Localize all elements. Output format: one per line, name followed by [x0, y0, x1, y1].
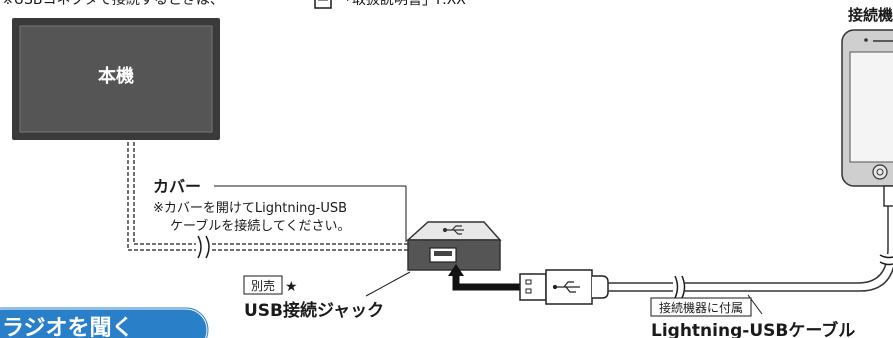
- jack-leader-line: [365, 271, 411, 297]
- usb-plug-symbol-icon: [552, 281, 580, 293]
- jack-badge: 別売: [251, 278, 275, 293]
- lightning-connector: [883, 185, 893, 207]
- usb-jack: [406, 221, 502, 271]
- jack-star: ★: [285, 279, 298, 295]
- device-label: 接続機器: [848, 6, 893, 24]
- wiring-harness: [127, 142, 425, 251]
- cover-title: カバー: [153, 177, 201, 196]
- manual-book-icon: [314, 0, 332, 9]
- cover-note-line2: ケーブルを接続してください。: [170, 218, 350, 234]
- top-note-suffix: 「取扱説明書」P.XX: [338, 0, 466, 8]
- radio-banner-label: ラジオを聞く: [2, 316, 134, 338]
- cable-break-mark: [673, 275, 686, 299]
- insertion-arrow: [452, 272, 520, 291]
- cable-label: Lightning-USBケーブル: [651, 320, 855, 338]
- main-unit-label: 本機: [98, 65, 134, 87]
- insertion-arrowhead: [448, 264, 464, 276]
- jack-label: USB接続ジャック: [244, 300, 384, 321]
- wire-break-mark: [196, 235, 210, 259]
- cover-note-line1: ※カバーを開けてLightning-USB: [153, 201, 347, 216]
- cable-break-mark-vertical: [879, 254, 893, 266]
- phone-device: [841, 29, 893, 187]
- lightning-cable: [608, 205, 893, 292]
- radio-banner: ラジオを聞く: [0, 306, 210, 338]
- usb-plug: [519, 269, 609, 305]
- cable-badge-box: [650, 297, 752, 317]
- home-button-icon: [872, 164, 888, 180]
- top-note-prefix: ※USBコネクタで接続するときは、: [2, 0, 224, 8]
- usb-symbol-icon: [442, 225, 464, 235]
- cable-badge: 接続機器に付属: [659, 300, 743, 315]
- jack-badge-box: [243, 275, 283, 295]
- main-unit: 本機: [12, 18, 220, 140]
